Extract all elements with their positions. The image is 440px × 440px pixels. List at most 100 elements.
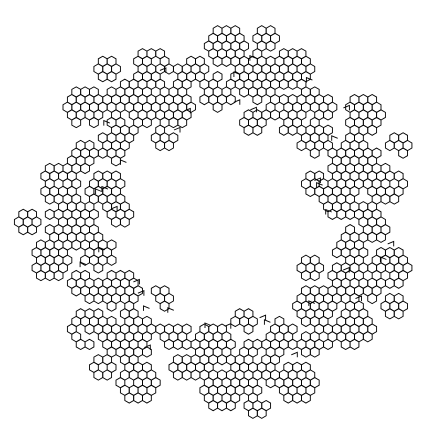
hex-cell <box>217 354 227 366</box>
spur-line <box>343 104 350 111</box>
hex-cell <box>248 407 258 419</box>
hex-cell <box>18 224 29 236</box>
hex-cell <box>243 124 254 136</box>
hex-cell <box>164 338 174 351</box>
spur-line <box>259 314 267 321</box>
hex-cell <box>287 78 298 90</box>
hex-cell <box>181 369 192 381</box>
hex-cell <box>265 377 276 389</box>
hex-cell <box>243 323 254 335</box>
hex-cell <box>208 399 219 412</box>
hex-cell <box>137 78 148 90</box>
hex-cell <box>340 246 351 259</box>
hex-cell <box>274 346 285 358</box>
spur-line <box>144 344 151 350</box>
spur-line <box>79 261 87 268</box>
hex-cell <box>331 246 342 259</box>
hex-cell <box>212 55 223 67</box>
spur-line <box>355 295 362 302</box>
hex-cell <box>106 300 117 312</box>
hex-cell <box>181 338 192 351</box>
hex-cell <box>84 323 95 335</box>
hex-cell <box>261 338 272 351</box>
spur-line <box>325 208 332 215</box>
spur-line <box>331 135 338 141</box>
hex-cell <box>305 185 316 198</box>
hex-cell <box>301 315 311 328</box>
spur-line <box>263 319 271 325</box>
hex-cell <box>164 139 174 152</box>
hex-cell <box>393 308 404 320</box>
hex-cell <box>349 124 360 136</box>
hex-cell <box>217 399 227 412</box>
hex-cell <box>376 262 386 274</box>
hex-cell <box>124 300 135 312</box>
spur-line <box>316 182 323 188</box>
hex-cell <box>181 78 192 90</box>
hex-cell <box>309 269 320 282</box>
hex-cell <box>376 277 386 289</box>
spur-line <box>379 256 387 262</box>
spur-line <box>167 307 174 313</box>
hex-cell <box>221 55 232 67</box>
spur-line <box>159 67 167 73</box>
spur-line <box>250 106 257 113</box>
spur-line <box>98 246 105 253</box>
hex-cell <box>84 292 95 305</box>
spur-line <box>103 119 110 126</box>
hex-cell <box>398 147 408 159</box>
hex-cell <box>239 86 249 98</box>
hex-cell <box>97 147 108 159</box>
hex-cell <box>323 109 333 121</box>
hex-cell <box>199 93 210 106</box>
hex-cell <box>301 346 311 358</box>
hex-cell <box>349 246 360 259</box>
hex-cell <box>53 269 64 282</box>
hex-cell <box>393 277 404 289</box>
hex-cell <box>225 399 236 412</box>
hex-cell <box>336 208 347 220</box>
hex-cell <box>252 93 263 106</box>
hex-cell <box>142 392 152 404</box>
hex-cell <box>380 193 391 205</box>
hex-cell <box>168 116 179 129</box>
hex-cell <box>146 78 157 90</box>
hex-cell <box>278 124 289 136</box>
hex-cell <box>389 193 400 205</box>
hex-cell <box>106 71 117 83</box>
spur-line <box>314 177 321 183</box>
spur-line <box>137 290 145 296</box>
hex-cell <box>111 155 121 167</box>
hex-cell <box>362 331 373 343</box>
hex-cell <box>323 139 333 152</box>
hex-cell <box>367 124 378 136</box>
spur-line <box>233 71 241 77</box>
hex-cell <box>27 224 37 236</box>
hex-cell <box>93 369 104 381</box>
hex-cell <box>367 231 378 243</box>
hex-cell <box>314 185 325 198</box>
hex-cell <box>314 109 325 121</box>
hex-cell <box>71 239 82 251</box>
hex-cell <box>71 116 82 129</box>
spur-line <box>173 126 181 133</box>
hex-cell <box>172 338 183 351</box>
spur-line <box>305 76 313 83</box>
hex-cell <box>84 338 95 351</box>
hex-cell <box>287 338 298 351</box>
hex-cell <box>349 338 360 351</box>
hex-cell <box>234 48 245 60</box>
hex-cell <box>66 185 77 198</box>
hex-cell <box>89 116 99 129</box>
hex-cell <box>142 346 152 358</box>
hex-cell <box>71 162 82 175</box>
hex-cell <box>230 315 241 328</box>
hex-cell <box>36 269 46 282</box>
hex-cell <box>384 277 395 289</box>
spur-line <box>343 266 350 273</box>
hex-cell <box>44 269 55 282</box>
spur-line <box>291 351 298 358</box>
hex-cell <box>384 308 395 320</box>
hex-cell <box>102 369 113 381</box>
